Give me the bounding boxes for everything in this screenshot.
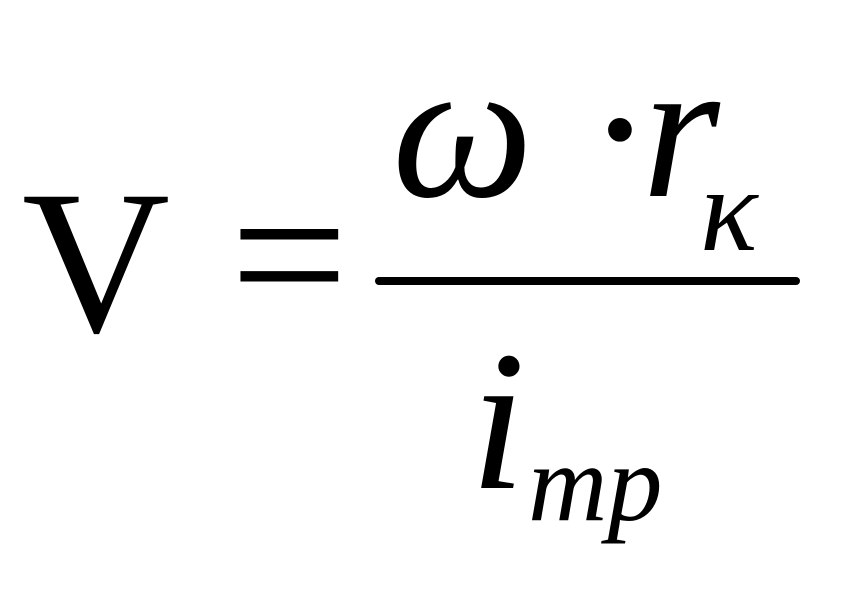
fraction-bar bbox=[375, 277, 800, 285]
numerator-dot-r: ·r bbox=[592, 19, 720, 240]
denominator-subscript-tr: mp bbox=[528, 422, 663, 544]
numerator-omega: ω bbox=[392, 19, 534, 240]
equals-sign: = bbox=[230, 139, 349, 371]
lhs-variable-v: V bbox=[22, 149, 171, 376]
denominator-i: i bbox=[470, 311, 526, 532]
numerator-subscript-k: κ bbox=[700, 143, 758, 276]
